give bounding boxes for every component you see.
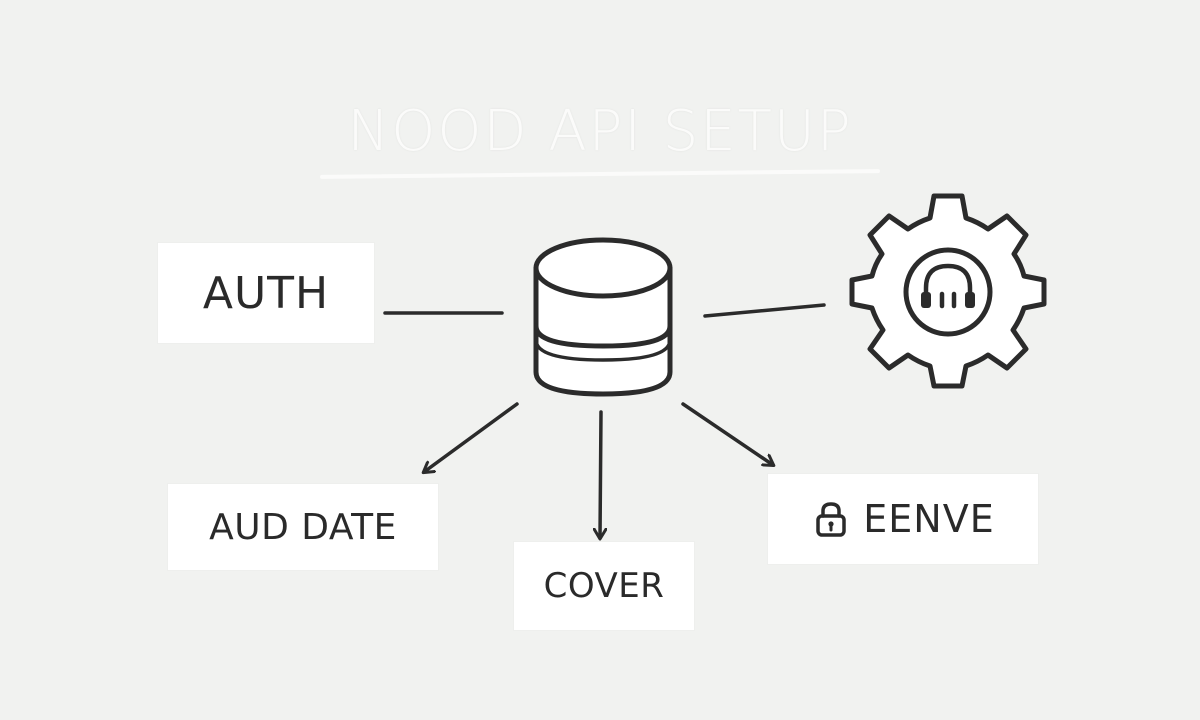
node-eenve: EENVE: [768, 474, 1038, 564]
arrow-database-eenve: [681, 402, 773, 465]
node-auddate: AUD DATE: [168, 484, 438, 570]
arrow-database-cover: [600, 410, 601, 538]
database-icon: [533, 237, 673, 397]
lock-icon: [816, 502, 847, 537]
arrow-database-auddate: [424, 402, 519, 472]
node-eenve-label: EENVE: [863, 497, 995, 541]
headphones-icon: [921, 263, 975, 309]
connector-database-settings: [703, 303, 826, 318]
node-auth-label: AUTH: [202, 267, 330, 319]
node-auth: AUTH: [158, 243, 374, 343]
diagram-title: NOOD API SETUP: [347, 99, 853, 164]
gear-icon: [849, 193, 1047, 389]
node-cover-label: COVER: [543, 566, 665, 606]
node-auddate-label: AUD DATE: [209, 506, 397, 548]
node-cover: COVER: [514, 542, 694, 630]
